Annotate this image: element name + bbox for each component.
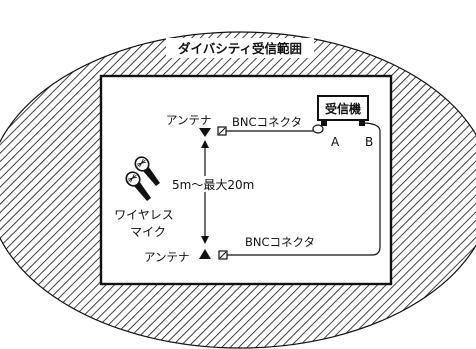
mic-label-line1: ワイヤレス bbox=[114, 208, 174, 222]
receiver-box bbox=[317, 95, 369, 121]
antenna-bottom-icon bbox=[199, 249, 211, 259]
bnc-bottom-label: BNCコネクタ bbox=[245, 235, 315, 249]
plug-a-icon bbox=[312, 124, 324, 134]
wireless-microphone-icon bbox=[125, 156, 160, 202]
port-a-label: A bbox=[331, 135, 340, 149]
receiver-label: 受信機 bbox=[325, 101, 361, 116]
range-label: ダイバシティ受信範囲 bbox=[178, 41, 302, 56]
distance-arrow-head-top bbox=[201, 140, 209, 148]
port-b-label: B bbox=[365, 135, 373, 149]
antenna-top-label: アンテナ bbox=[166, 113, 212, 127]
distance-arrow-head-bottom bbox=[201, 236, 209, 244]
distance-label-bg bbox=[171, 176, 253, 192]
receiver-connector-a bbox=[321, 120, 327, 126]
mic-label-line2: マイク bbox=[130, 225, 166, 239]
cable-bottom bbox=[227, 122, 381, 256]
range-label-box bbox=[166, 38, 314, 58]
antenna-bottom-label: アンテナ bbox=[144, 250, 190, 264]
antenna-top-icon bbox=[199, 128, 211, 137]
distance-label: 5m～最大20m bbox=[172, 178, 254, 192]
bnc-top-label: BNCコネクタ bbox=[232, 115, 302, 129]
receiver-connector-b bbox=[359, 120, 365, 126]
